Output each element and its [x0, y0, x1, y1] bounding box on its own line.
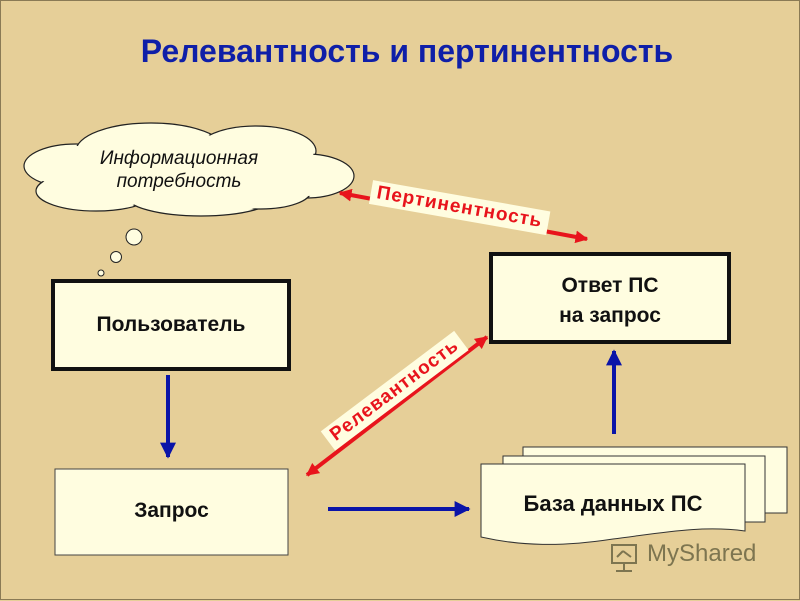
user-box-label: Пользователь — [96, 313, 246, 336]
watermark-prefix: My — [647, 540, 679, 567]
answer-box-label: Ответ ПС на запрос — [491, 271, 729, 331]
answer-box — [489, 252, 731, 344]
watermark: MyShared — [607, 539, 777, 571]
watermark-suffix: Shared — [679, 540, 757, 567]
relevance-arrow — [305, 335, 489, 477]
slide-title: Релевантность и пертинентность — [140, 33, 674, 69]
cloud-label: Информационная потребность — [69, 147, 289, 193]
information-need-cloud — [23, 122, 355, 277]
query-box — [54, 468, 289, 556]
presentation-board-icon — [611, 544, 637, 572]
answer-box-label-line2: на запрос — [559, 304, 661, 327]
database-documents — [480, 446, 788, 545]
cloud-label-line1: Информационная — [99, 148, 259, 169]
answer-box-label-line1: Ответ ПС — [561, 274, 659, 297]
query-box-label: Запрос — [134, 499, 209, 522]
user-box — [51, 279, 291, 371]
database-label: База данных ПС — [523, 491, 703, 516]
cloud-label-line2: потребность — [116, 171, 242, 192]
